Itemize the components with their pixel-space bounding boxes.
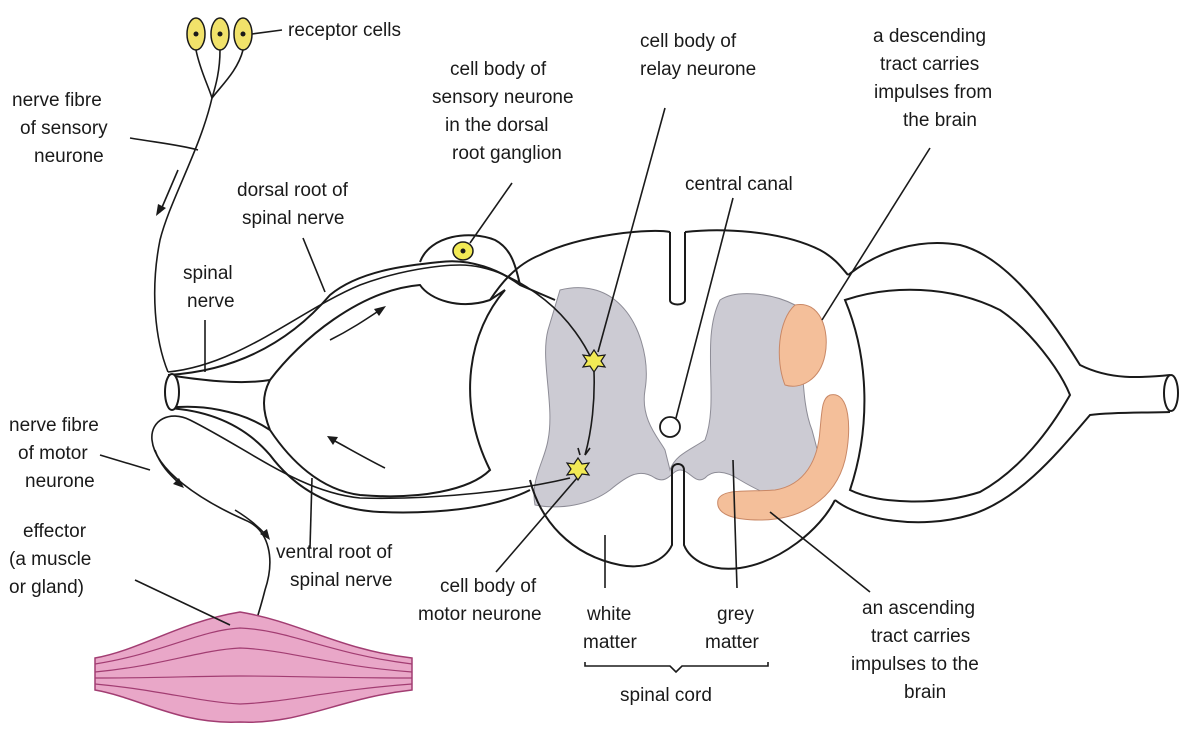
- arrow-dorsal: [330, 310, 380, 340]
- label-grey-matter-1: grey: [717, 604, 754, 625]
- label-cell-body-relay-1: cell body of: [640, 31, 737, 52]
- label-ascending-tract-4: brain: [904, 682, 946, 703]
- label-cell-body-relay-2: relay neurone: [640, 59, 756, 80]
- label-ascending-tract-1: an ascending: [862, 598, 975, 619]
- label-nerve-fibre-sensory-3: neurone: [34, 146, 104, 167]
- right-nerve: [848, 243, 1170, 377]
- label-effector-1: effector: [23, 521, 87, 542]
- label-cell-body-sensory-4: root ganglion: [452, 143, 562, 164]
- label-ascending-tract-2: tract carries: [871, 626, 970, 647]
- label-cell-body-sensory-2: sensory neurone: [432, 87, 574, 108]
- descending-tract: [779, 304, 826, 386]
- label-nerve-fibre-motor-2: of motor: [18, 443, 88, 464]
- label-cell-body-motor-2: motor neurone: [418, 604, 542, 625]
- label-nerve-fibre-motor-1: nerve fibre: [9, 415, 99, 436]
- spinal-cord-brace: [585, 662, 768, 672]
- label-ventral-root-1: ventral root of: [276, 542, 393, 563]
- label-ascending-tract-3: impulses to the: [851, 654, 979, 675]
- label-nerve-fibre-sensory-2: of sensory: [20, 118, 108, 139]
- label-cell-body-sensory-3: in the dorsal: [445, 115, 549, 136]
- arrow-ventral: [333, 440, 385, 468]
- sensory-neurone-fibre: [155, 98, 212, 372]
- label-nerve-fibre-sensory-1: nerve fibre: [12, 90, 102, 111]
- central-canal: [660, 417, 680, 437]
- label-cell-body-sensory-1: cell body of: [450, 59, 547, 80]
- label-cell-body-motor-1: cell body of: [440, 576, 537, 597]
- label-ventral-root-2: spinal nerve: [290, 570, 392, 591]
- label-nerve-fibre-motor-3: neurone: [25, 471, 95, 492]
- label-effector-2: (a muscle: [9, 549, 91, 570]
- label-descending-tract-4: the brain: [903, 110, 977, 131]
- label-dorsal-root-1: dorsal root of: [237, 180, 349, 201]
- label-effector-3: or gland): [9, 577, 84, 598]
- receptor-cells: [187, 18, 252, 98]
- label-spinal-nerve-2: nerve: [187, 291, 235, 312]
- label-grey-matter-2: matter: [705, 632, 760, 653]
- right-inner-lobe: [845, 290, 1070, 502]
- label-descending-tract-1: a descending: [873, 26, 986, 47]
- label-descending-tract-3: impulses from: [874, 82, 992, 103]
- label-dorsal-root-2: spinal nerve: [242, 208, 344, 229]
- label-white-matter-1: white: [586, 604, 631, 625]
- label-spinal-nerve-1: spinal: [183, 263, 233, 284]
- spinal-nerve-cut-end: [165, 374, 179, 410]
- label-descending-tract-2: tract carries: [880, 54, 979, 75]
- label-spinal-cord: spinal cord: [620, 685, 712, 706]
- right-nerve-cut-end: [1164, 375, 1178, 411]
- arrow-sensory-down: [160, 170, 178, 212]
- label-receptor-cells: receptor cells: [288, 20, 401, 41]
- label-white-matter-2: matter: [583, 632, 638, 653]
- label-central-canal: central canal: [685, 174, 793, 195]
